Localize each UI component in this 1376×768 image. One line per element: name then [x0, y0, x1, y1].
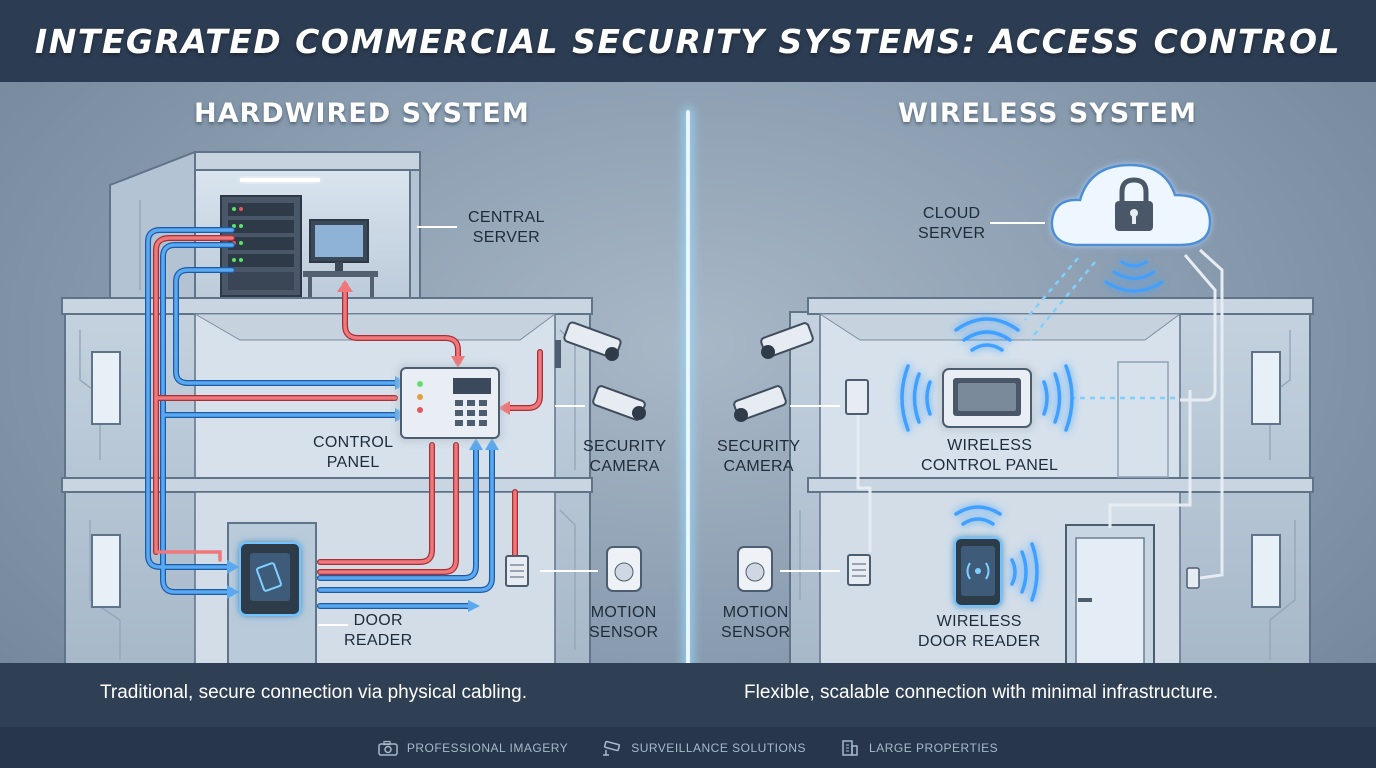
- hardwired-heading: HARDWIRED SYSTEM: [194, 98, 530, 129]
- security-camera-left: [592, 385, 646, 421]
- wireless-door-reader: [954, 537, 1002, 607]
- label-control-panel: CONTROL PANEL: [313, 434, 394, 471]
- footer: PROFESSIONAL IMAGERY SURVEILLANCE SOLUTI…: [0, 727, 1376, 768]
- label-door-reader: DOOR READER: [344, 612, 413, 649]
- wireless-links: [1024, 257, 1175, 400]
- control-panel-wifi-signal: [900, 317, 1074, 432]
- cctv-icon: [603, 740, 621, 756]
- monitor: [303, 219, 378, 297]
- wall-sensor-left: [505, 555, 529, 587]
- motion-sensor-left: [606, 546, 642, 592]
- title-bar: INTEGRATED COMMERCIAL SECURITY SYSTEMS: …: [0, 0, 1376, 82]
- label-motion-sensor-left: MOTION SENSOR: [589, 604, 659, 641]
- label-central-server: CENTRAL SERVER: [468, 209, 545, 246]
- wall-sensor-right-upper: [845, 379, 869, 415]
- camera-icon: [378, 740, 398, 756]
- footer-item-professional-imagery: PROFESSIONAL IMAGERY: [378, 740, 568, 756]
- door-reader: [239, 542, 301, 616]
- caption-bar: [0, 663, 1376, 727]
- cloud-wifi-signal: [1104, 260, 1164, 293]
- wall-sensor-right-lower: [847, 554, 871, 586]
- section-divider: [686, 110, 690, 680]
- footer-item-surveillance-solutions: SURVEILLANCE SOLUTIONS: [602, 740, 806, 756]
- label-wireless-control-panel: WIRELESS CONTROL PANEL: [921, 437, 1059, 474]
- label-wireless-door-reader: WIRELESS DOOR READER: [918, 613, 1041, 650]
- footer-label: SURVEILLANCE SOLUTIONS: [631, 740, 807, 755]
- door-reader-wifi-signal: [954, 505, 1039, 602]
- motion-sensor-right: [737, 546, 773, 592]
- footer-item-large-properties: LARGE PROPERTIES: [840, 739, 999, 756]
- footer-label: PROFESSIONAL IMAGERY: [406, 740, 569, 755]
- camera-top-right: [760, 322, 814, 359]
- cloud-server: [1050, 163, 1212, 247]
- hardwired-caption: Traditional, secure connection via physi…: [100, 682, 528, 703]
- label-motion-sensor-right: MOTION SENSOR: [721, 604, 791, 641]
- security-camera-right: [733, 385, 787, 422]
- hardwired-leader-lines: [318, 226, 598, 626]
- wireless-caption: Flexible, scalable connection with minim…: [744, 682, 1219, 703]
- wall-switch: [1186, 567, 1200, 589]
- wireless-control-panel: [942, 368, 1032, 428]
- server-rack: [220, 195, 302, 297]
- wireless-leader-lines: [780, 222, 1045, 572]
- control-panel: [400, 367, 500, 439]
- wireless-heading: WIRELESS SYSTEM: [898, 98, 1197, 129]
- label-security-camera-right: SECURITY CAMERA: [717, 438, 801, 475]
- page-title: INTEGRATED COMMERCIAL SECURITY SYSTEMS: …: [34, 21, 1342, 61]
- camera-top-left: [555, 321, 622, 368]
- footer-label: LARGE PROPERTIES: [869, 740, 999, 755]
- blue-cables: [145, 227, 495, 609]
- building-icon: [842, 739, 858, 756]
- label-security-camera-left: SECURITY CAMERA: [583, 438, 667, 475]
- wireless-building-wiring: [856, 248, 1224, 580]
- label-cloud-server: CLOUD SERVER: [918, 205, 986, 242]
- wireless-building: [789, 297, 1314, 665]
